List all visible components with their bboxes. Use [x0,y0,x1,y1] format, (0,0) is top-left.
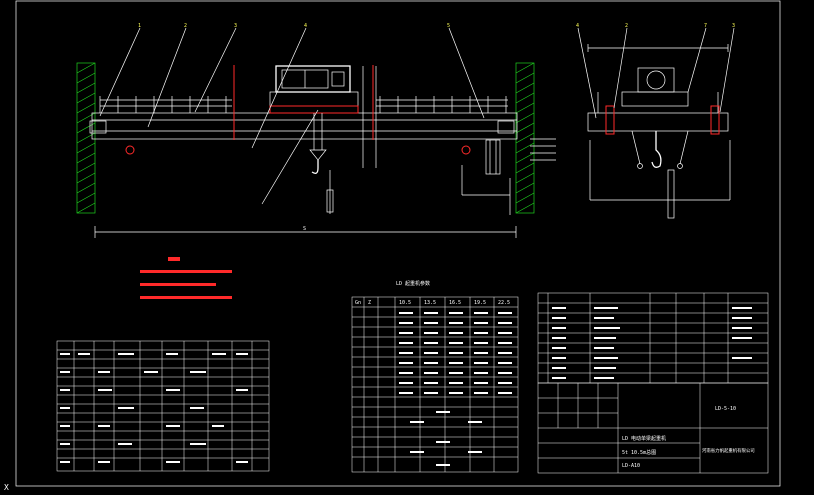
callout-2: 2 [184,23,187,29]
callout-5: 5 [447,23,450,29]
table-title: LD 起重机参数 [396,280,430,287]
corner-mark: X [4,483,9,492]
front-elevation: S 1 2 3 4 5 [76,23,556,238]
project-title: LD 电动单梁起重机 [622,435,666,442]
railing-right [376,96,508,113]
table-head-6: 22.5 [498,300,510,306]
side-callout-4: 4 [576,23,579,29]
side-elevation: 4 2 7 3 [576,23,735,219]
technical-notes [140,257,232,299]
hook-block [309,113,334,214]
drawing-frame [15,0,781,487]
title-block: LD-5-10 LD 电动单梁起重机 5t 10.5m总图 LD-A10 河南省… [537,382,769,474]
side-callout-2: 2 [625,23,628,29]
callout-4: 4 [304,23,307,29]
table-head-2: 10.5 [399,300,411,306]
table-head-0: Gn [355,300,361,306]
left-column [76,62,96,214]
drawing-number: LD-5-10 [715,406,736,412]
leader-lines [99,27,485,205]
side-callout-7: 7 [704,23,707,29]
railing-left [99,96,232,113]
callout-3: 3 [234,23,237,29]
right-column [515,62,535,214]
span-label: S [303,226,306,232]
side-callout-3: 3 [732,23,735,29]
hoist-trolley [269,65,359,114]
main-girder [91,112,518,140]
table-head-1: Z [368,300,371,306]
table-head-4: 16.5 [449,300,461,306]
callout-1: 1 [138,23,141,29]
table-head-5: 19.5 [474,300,486,306]
table-head-3: 13.5 [424,300,436,306]
scale-label: LD-A10 [622,463,640,469]
bill-of-materials [537,292,769,384]
drawing-subtitle: 5t 10.5m总图 [622,449,656,456]
company-name: 河南省力帆起重机有限公司 [702,447,755,454]
parameter-table-left [56,340,270,472]
parameter-table-middle: LD 起重机参数 Gn Z 10.5 13.5 16.5 19.5 22.5 [351,280,519,473]
